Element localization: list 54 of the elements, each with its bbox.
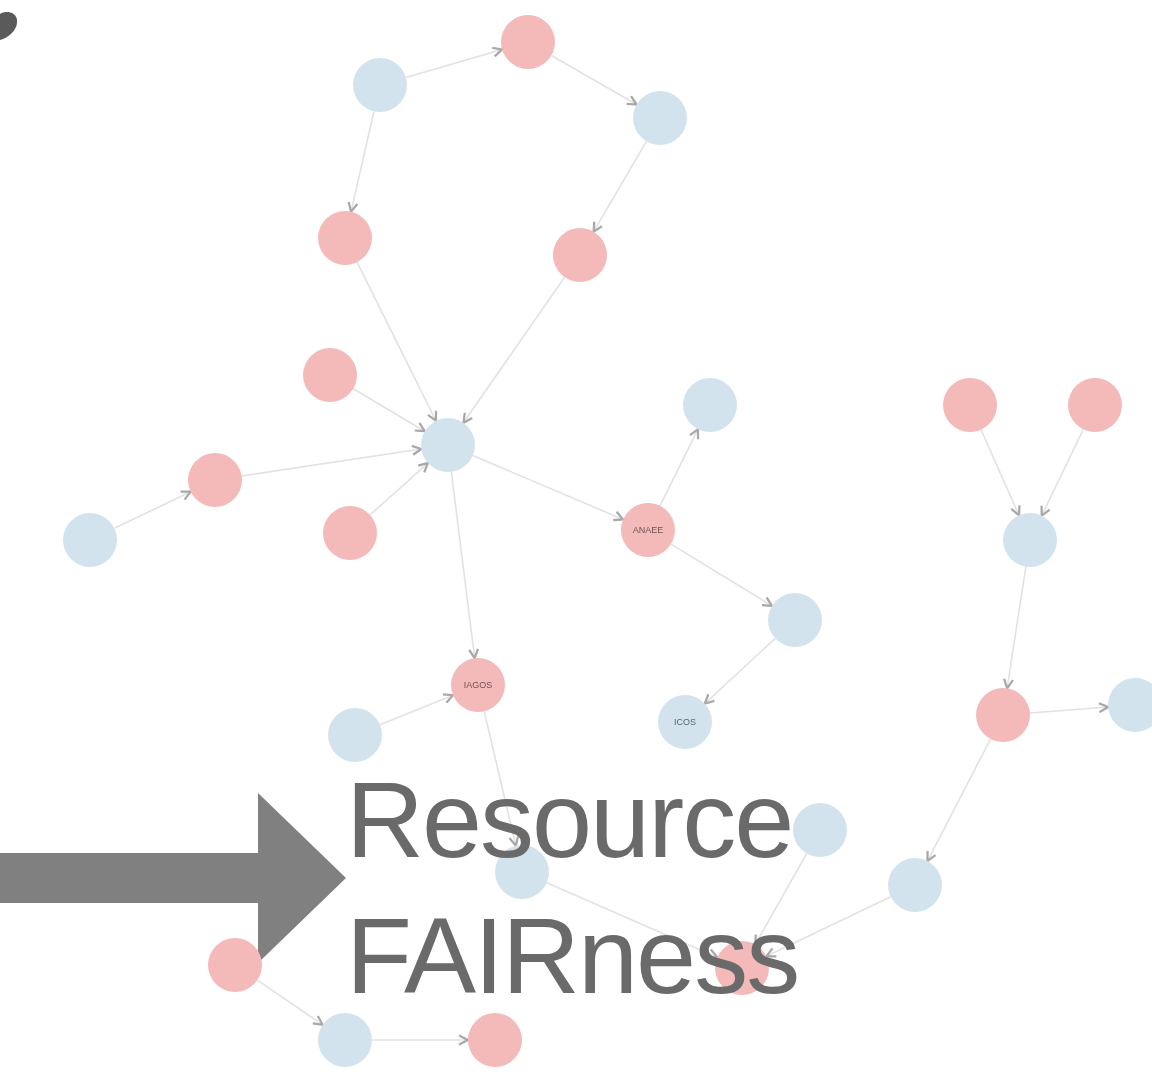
network-node: [976, 688, 1030, 742]
network-node: [303, 348, 357, 402]
network-node: [553, 228, 607, 282]
connector-line: [926, 738, 992, 863]
network-node: [943, 378, 997, 432]
network-node: [188, 453, 242, 507]
network-node: [318, 211, 372, 265]
connector-line: [113, 490, 192, 530]
connector-line: [1040, 428, 1085, 517]
connector-line: [405, 46, 504, 79]
connector-line: [356, 261, 438, 422]
connector-line: [980, 428, 1021, 517]
connector-line: [369, 461, 430, 516]
network-node: ICOS: [658, 695, 712, 749]
network-node: [323, 506, 377, 560]
connector-line: [462, 276, 566, 424]
network-node: [63, 513, 117, 567]
connector-line: [659, 428, 700, 507]
connector-line: [450, 471, 480, 660]
connector-line: [545, 882, 719, 959]
connector-line: [670, 543, 774, 607]
connector-line: [347, 110, 375, 213]
connector-line: [240, 444, 423, 477]
network-node: [793, 803, 847, 857]
connector-line: [379, 693, 455, 726]
connector-line: [352, 387, 426, 433]
heading-text: Resource FAIRness: [346, 752, 826, 1024]
network-node: [888, 858, 942, 912]
connector-line: [483, 710, 520, 847]
connector-line: [371, 1034, 470, 1046]
network-node: [501, 15, 555, 69]
network-node: [318, 1013, 372, 1067]
network-node: [468, 1013, 522, 1067]
network-node: [421, 418, 475, 472]
connector-line: [256, 979, 324, 1026]
connector-line: [592, 140, 648, 233]
connector-line: [1002, 565, 1027, 690]
network-node: ANAEE: [621, 503, 675, 557]
network-node: [353, 58, 407, 112]
connector-line: [703, 637, 776, 705]
network-node: [683, 378, 737, 432]
network-node: IAGOS: [451, 658, 505, 712]
network-node: [208, 938, 262, 992]
connector-line: [472, 454, 625, 522]
network-node: [328, 708, 382, 762]
connector-line: [550, 54, 638, 106]
connector-line: [765, 895, 892, 958]
connector-line: [1029, 702, 1110, 714]
network-node: [1068, 378, 1122, 432]
network-node: [715, 941, 769, 995]
network-node: [1108, 678, 1152, 732]
network-node: [768, 593, 822, 647]
network-node: [1003, 513, 1057, 567]
network-node: [633, 91, 687, 145]
